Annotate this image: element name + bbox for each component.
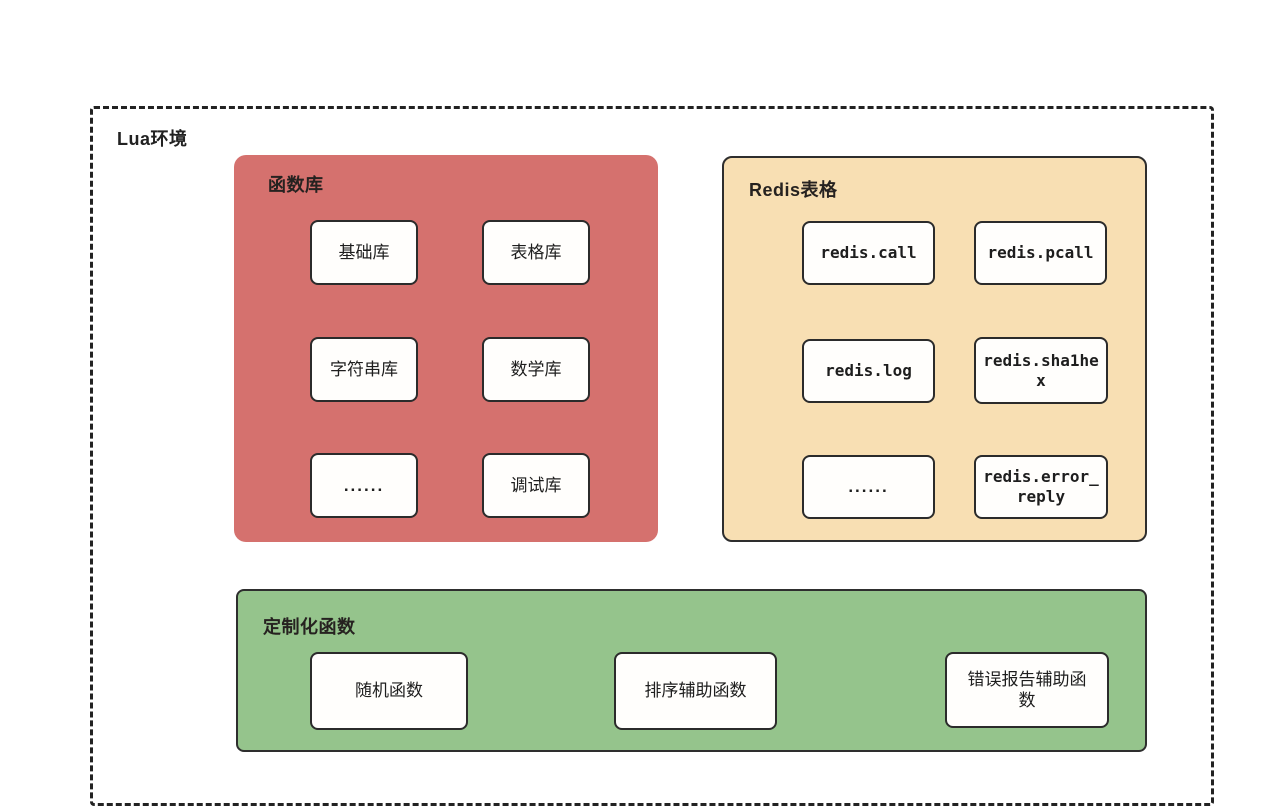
lua-environment-label: Lua环境 <box>117 129 188 149</box>
custom-functions-group: 定制化函数 随机函数 排序辅助函数 错误报告辅助函 数 <box>236 589 1147 752</box>
redis-table-group: Redis表格 redis.call redis.pcall redis.log… <box>722 156 1147 542</box>
function-library-title: 函数库 <box>268 175 324 195</box>
node-math-library: 数学库 <box>482 337 590 402</box>
node-table-library: 表格库 <box>482 220 590 285</box>
node-sort-helper-function: 排序辅助函数 <box>614 652 777 730</box>
function-library-group: 函数库 基础库 表格库 字符串库 数学库 ...... 调试库 <box>234 155 658 542</box>
node-random-function: 随机函数 <box>310 652 468 730</box>
redis-table-title: Redis表格 <box>749 180 838 200</box>
lua-environment-container: Lua环境 函数库 基础库 表格库 字符串库 数学库 ...... 调试库 Re… <box>90 106 1214 806</box>
node-error-report-helper-function: 错误报告辅助函 数 <box>945 652 1109 728</box>
node-library-ellipsis: ...... <box>310 453 418 518</box>
node-redis-sha1hex: redis.sha1he x <box>974 337 1108 404</box>
node-redis-ellipsis: ...... <box>802 455 935 519</box>
node-base-library: 基础库 <box>310 220 418 285</box>
custom-functions-title: 定制化函数 <box>263 617 356 637</box>
node-redis-log: redis.log <box>802 339 935 403</box>
node-redis-call: redis.call <box>802 221 935 285</box>
node-redis-pcall: redis.pcall <box>974 221 1107 285</box>
node-debug-library: 调试库 <box>482 453 590 518</box>
node-string-library: 字符串库 <box>310 337 418 402</box>
node-redis-error-reply: redis.error_ reply <box>974 455 1108 519</box>
